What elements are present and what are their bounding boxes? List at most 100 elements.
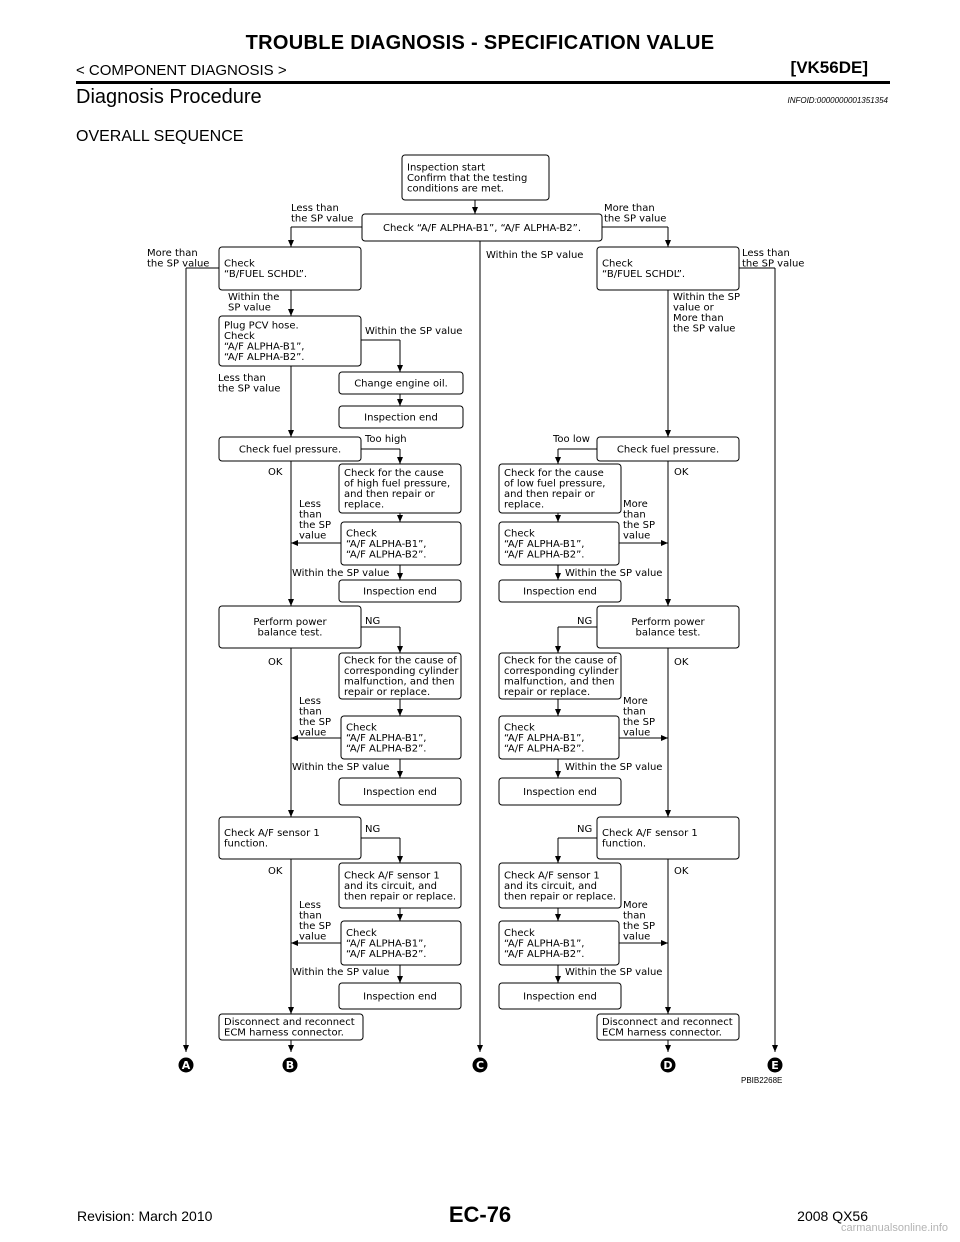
- flow-box-text: of high fuel pressure,: [344, 479, 450, 490]
- flow-label-text: value: [623, 932, 650, 943]
- model-code: [VK56DE]: [790, 58, 868, 77]
- flow-box-text: and its circuit, and: [504, 881, 597, 892]
- connector-label: A: [182, 1059, 191, 1072]
- flow-box-text: Check A/F sensor 1: [504, 870, 600, 881]
- flow-label-text: NG: [365, 824, 380, 835]
- flow-label-text: Within the SP value: [565, 967, 662, 978]
- page-number: EC-76: [448, 1202, 512, 1227]
- flow-label-r_ok2: OK: [674, 657, 689, 668]
- connector-E: E: [767, 1057, 783, 1073]
- flow-label-text: value: [299, 932, 326, 943]
- flow-label-text: Too low: [552, 434, 590, 445]
- flow-label-text: More than: [673, 313, 724, 324]
- flow-label-text: NG: [577, 616, 592, 627]
- flow-box-left_sched: Check“B/FUEL SCHDL”.: [218, 246, 362, 291]
- flow-label-text: OK: [268, 657, 283, 668]
- flow-box-text: Inspection end: [363, 787, 437, 798]
- flow-box-text: “A/F ALPHA-B2”.: [346, 949, 426, 960]
- flow-box-text: Check: [346, 528, 377, 539]
- flow-box-text: corresponding cylinder: [344, 666, 459, 677]
- flow-label-text: the SP value: [147, 259, 209, 270]
- flow-box-text: of low fuel pressure,: [504, 479, 605, 490]
- flow-box-text: function.: [602, 839, 646, 850]
- flow-box-text: Check A/F sensor 1: [344, 870, 440, 881]
- flow-label-text: the SP: [623, 717, 655, 728]
- flow-box-text: Check for the cause of: [504, 656, 617, 667]
- flow-label-text: value: [299, 728, 326, 739]
- flow-box-lend1: Inspection end: [338, 579, 462, 603]
- flow-box-ralpha1: Check“A/F ALPHA-B1”,“A/F ALPHA-B2”.: [498, 521, 620, 566]
- flow-label-r_ok1: OK: [674, 467, 689, 478]
- flow-box-text: function.: [224, 839, 268, 850]
- flow-box-text: and then repair or: [504, 489, 596, 500]
- flow-box-text: ECM harness connector.: [224, 1028, 344, 1039]
- page-title: TROUBLE DIAGNOSIS - SPECIFICATION VALUE: [245, 32, 715, 54]
- flow-box-lalpha3: Check“A/F ALPHA-B1”,“A/F ALPHA-B2”.: [340, 920, 462, 966]
- flow-label-text: the SP value: [218, 384, 280, 395]
- flow-box-text: Inspection end: [523, 586, 597, 597]
- flow-box-rend3: Inspection end: [498, 982, 622, 1010]
- figure-id: PBIB2268E: [741, 1076, 783, 1085]
- flow-label-l_within_pcv: Within the SP value: [365, 326, 462, 337]
- flow-box-text: Check: [504, 528, 535, 539]
- flow-box-text: malfunction, and then: [504, 677, 615, 688]
- flow-label-l_ng3: NG: [365, 824, 380, 835]
- flow-box-text: Plug PCV hose.: [224, 321, 299, 332]
- flow-box-text: Disconnect and reconnect: [602, 1017, 733, 1028]
- flow-label-text: value: [623, 728, 650, 739]
- flow-label-r_within3: Within the SP value: [565, 967, 662, 978]
- flow-box-text: “A/F ALPHA-B2”.: [504, 549, 584, 560]
- flow-box-rend1: Inspection end: [498, 579, 622, 603]
- flow-box-text: and its circuit, and: [344, 881, 437, 892]
- flow-box-text: Inspection end: [363, 991, 437, 1002]
- flow-box-text: then repair or replace.: [344, 891, 456, 902]
- flow-box-text: ECM harness connector.: [602, 1028, 722, 1039]
- flow-label-text: the SP: [299, 520, 331, 531]
- connector-D: D: [660, 1057, 676, 1073]
- flow-label-text: More than: [147, 248, 198, 259]
- flow-box-text: “A/F ALPHA-B2”.: [346, 549, 426, 560]
- flow-label-text: OK: [674, 467, 689, 478]
- flow-box-right_sched: Check“B/FUEL SCHDL”.: [596, 246, 740, 291]
- flow-box-text: Perform power: [631, 617, 705, 628]
- flow-box-text: “A/F ALPHA-B1”,: [504, 733, 584, 744]
- flow-box-text: corresponding cylinder: [504, 666, 619, 677]
- flow-label-r_ng3: NG: [577, 824, 592, 835]
- flow-label-text: More: [623, 499, 648, 510]
- flow-label-text: Too high: [364, 434, 407, 445]
- flow-label-text: OK: [268, 866, 283, 877]
- connector-A: A: [178, 1057, 194, 1073]
- flow-label-text: than: [623, 707, 646, 718]
- flow-label-r_within2: Within the SP value: [565, 762, 662, 773]
- flow-label-text: More than: [604, 203, 655, 214]
- flow-box-text: Check for the cause of: [344, 656, 457, 667]
- flow-box-text: “B/FUEL SCHDL”.: [224, 269, 307, 280]
- flow-box-text: Check “A/F ALPHA-B1”, “A/F ALPHA-B2”.: [383, 223, 581, 234]
- flow-box-text: Check: [346, 722, 377, 733]
- flow-label-text: Within the SP value: [565, 762, 662, 773]
- flow-box-text: “A/F ALPHA-B2”.: [224, 352, 304, 363]
- flow-box-text: “B/FUEL SCHDL”.: [602, 269, 685, 280]
- flow-label-text: the SP: [623, 520, 655, 531]
- flow-label-r_ng2: NG: [577, 616, 592, 627]
- header-rule: [76, 81, 890, 84]
- flow-box-lend3: Inspection end: [338, 982, 462, 1010]
- flow-label-text: More: [623, 900, 648, 911]
- flow-box-pcv: Plug PCV hose.Check“A/F ALPHA-B1”,“A/F A…: [218, 315, 362, 367]
- flow-label-l_ok3: OK: [268, 866, 283, 877]
- connector-label: C: [476, 1059, 484, 1072]
- footer-revision: Revision: March 2010: [77, 1208, 213, 1224]
- flow-label-l_ok2: OK: [268, 657, 283, 668]
